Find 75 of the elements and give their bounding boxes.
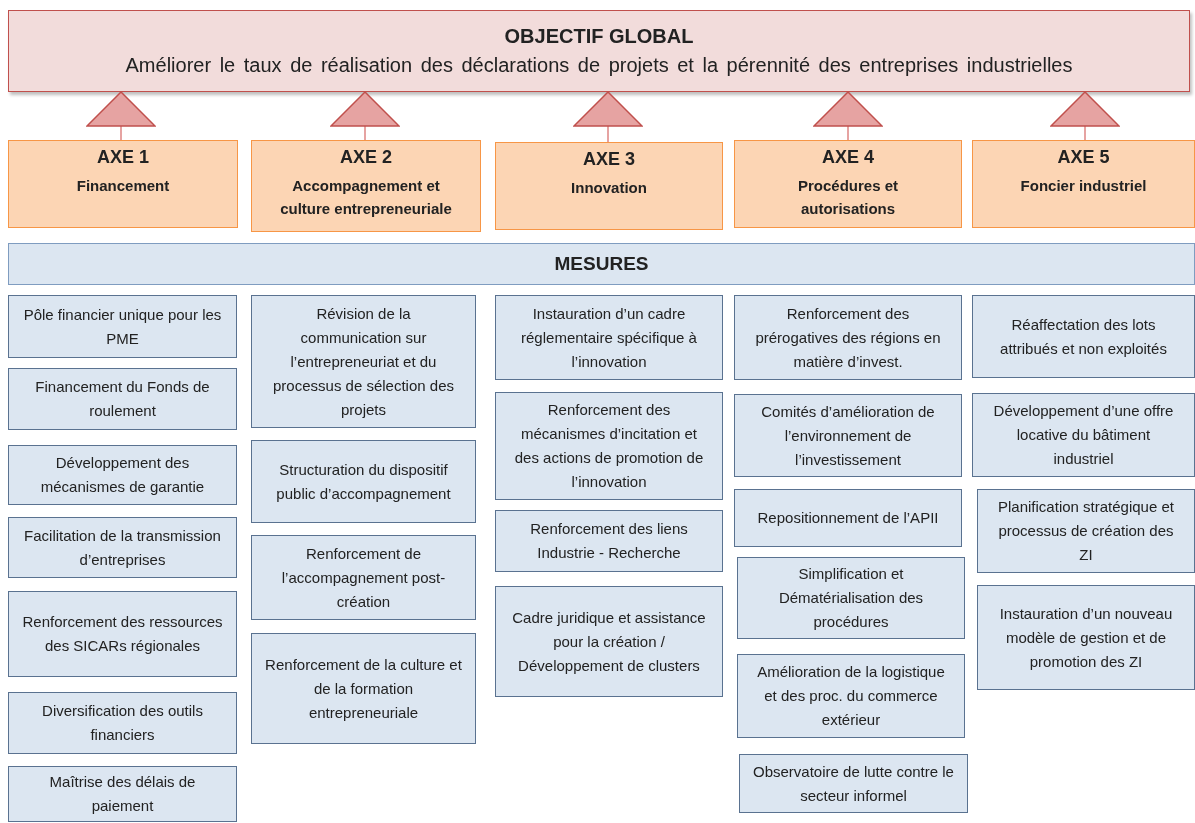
measure-box: [8, 591, 237, 677]
measure-text: Observatoire de lutte contre le secteur informel: [752, 761, 955, 806]
measure-box: [495, 510, 723, 572]
measure-text: Renforcement des prérogatives des régions en matière d’invest.: [754, 303, 942, 372]
measure-text: Développement d’une offre locative du bâtiment industriel: [992, 401, 1175, 469]
measure-text: Instauration d’un nouveau modèle de gestion et de promotion des ZI: [998, 603, 1174, 672]
measure-text: Renforcement des liens Industrie - Recherche: [529, 519, 689, 563]
arrow: [330, 91, 400, 141]
measure-text: Renforcement de la culture et de la formation entrepreneuriale: [264, 654, 463, 723]
measure-text: Facilitation de la transmission d’entreprises: [23, 525, 222, 570]
axis-subtitle: Financement: [76, 176, 170, 196]
arrow: [1050, 91, 1120, 141]
arrow: [86, 91, 156, 141]
axis-subtitle: Foncier industriel: [1020, 176, 1147, 196]
axis-box: [734, 140, 962, 228]
axis-box: [8, 140, 238, 228]
measure-text: Révision de la communication sur l’entrepreneuriat et du processus de sélection des projets: [272, 303, 455, 420]
measure-box: [251, 535, 476, 620]
axis-subtitle: Accompagnement et culture entrepreneuriale: [279, 176, 453, 220]
measure-box: [977, 585, 1195, 690]
objective-title: OBJECTIF GLOBAL: [504, 25, 694, 48]
measure-box: [972, 393, 1195, 477]
arrow: [573, 91, 643, 143]
measure-box: [251, 633, 476, 744]
measure-text: Planification stratégique et processus de création des ZI: [997, 497, 1175, 565]
measure-text: Simplification et Dématérialisation des procédures: [777, 564, 925, 632]
measure-box: [739, 754, 968, 813]
measure-text: Renforcement des ressources des SICARs régionales: [21, 612, 224, 656]
axis-title: AXE 1: [97, 147, 149, 168]
measure-text: Financement du Fonds de roulement: [34, 377, 211, 421]
measure-box: [737, 557, 965, 639]
measure-box: [734, 489, 962, 547]
measure-box: [251, 295, 476, 428]
measure-text: Maîtrise des délais de paiement: [48, 772, 197, 816]
measure-text: Pôle financier unique pour les PME: [22, 304, 223, 349]
objective-box: [8, 10, 1190, 92]
measure-box: [734, 295, 962, 380]
measure-text: Instauration d’un cadre réglementaire spécifique à l’innovation: [520, 303, 698, 372]
measure-box: [8, 692, 237, 754]
axis-box: [495, 142, 723, 230]
measure-box: [972, 295, 1195, 378]
measure-box: [251, 440, 476, 523]
measure-box: [8, 517, 237, 578]
measure-text: Structuration du dispositif public d’accompagnement: [275, 459, 452, 504]
measure-box: [495, 586, 723, 697]
axis-title: AXE 3: [583, 149, 635, 170]
measure-box: [495, 392, 723, 500]
section-band: [8, 243, 1195, 285]
measure-text: Renforcement de l’accompagnement post-création: [280, 543, 447, 612]
measure-text: Repositionnement de l’APII: [757, 508, 939, 528]
axis-title: AXE 4: [822, 147, 874, 168]
measure-text: Amélioration de la logistique et des proc. du commerce extérieur: [756, 662, 946, 730]
measure-text: Cadre juridique et assistance pour la création / Développement de clusters: [511, 607, 707, 676]
measure-text: Renforcement des mécanismes d’incitation et des actions de promotion de l’innovation: [513, 400, 705, 492]
axis-subtitle: Innovation: [571, 178, 647, 198]
measure-box: [8, 295, 237, 358]
arrow: [813, 91, 883, 141]
section-heading: MESURES: [554, 253, 649, 275]
measure-text: Développement des mécanismes de garantie: [39, 453, 206, 497]
axis-title: AXE 5: [1057, 147, 1110, 168]
axis-subtitle: Procédures et autorisations: [796, 176, 899, 220]
measure-text: Réaffectation des lots attribués et non exploités: [999, 314, 1168, 359]
objective-statement: Améliorer le taux de réalisation des déclarations de projets et la pérennité des entreprises industrielles: [125, 54, 1073, 77]
measure-text: Diversification des outils financiers: [41, 701, 204, 745]
axis-box: [972, 140, 1195, 228]
measure-box: [734, 394, 962, 477]
measure-box: [977, 489, 1195, 573]
measure-box: [8, 445, 237, 505]
measure-text: Comités d’amélioration de l’environnement de l’investissement: [760, 401, 936, 470]
measure-box: [8, 368, 237, 430]
axis-title: AXE 2: [340, 147, 392, 168]
measure-box: [737, 654, 965, 738]
measure-box: [495, 295, 723, 380]
axis-box: [251, 140, 481, 232]
measure-box: [8, 766, 237, 822]
